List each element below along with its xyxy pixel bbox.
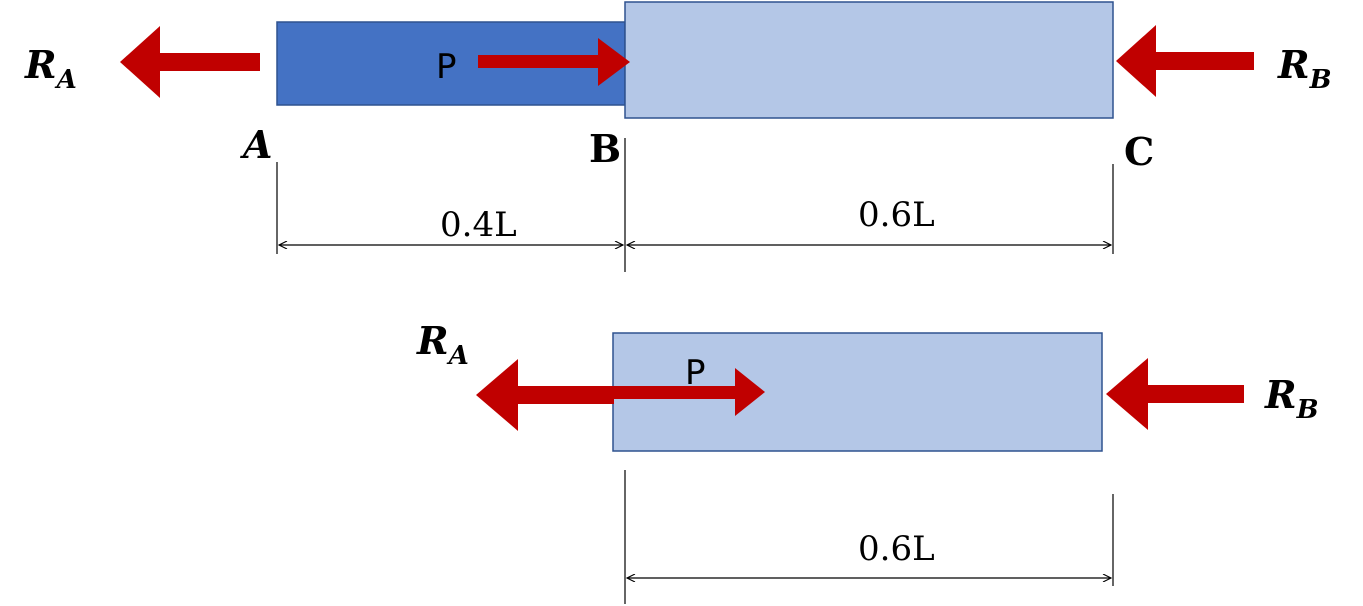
point-c-label: C	[1124, 129, 1154, 174]
bottom-diagram: RA P RB 0.6L	[416, 318, 1319, 604]
reaction-ra-label: RA	[24, 42, 77, 95]
top-diagram: P RA RB A B C 0.4L 0.6L	[24, 1, 1332, 272]
load-p-arrow	[478, 38, 630, 86]
segment-bc	[624, 1, 1114, 119]
reaction-rb-arrow-fbd	[1106, 358, 1244, 430]
reaction-ra-arrow	[120, 26, 260, 98]
reaction-rb-arrow	[1116, 25, 1254, 97]
dimension-label-ab: 0.4L	[440, 205, 517, 245]
point-b-label: B	[589, 126, 621, 171]
dimension-label-fbd: 0.6L	[858, 529, 935, 569]
dimension-label-bc: 0.6L	[858, 195, 935, 235]
reaction-rb-label-fbd: RB	[1264, 372, 1319, 425]
reaction-ra-label-fbd: RA	[416, 318, 469, 371]
reaction-ra-arrow-fbd	[476, 359, 614, 431]
load-p-label-fbd: P	[685, 353, 706, 393]
load-p-arrow-fbd	[614, 368, 765, 416]
reaction-rb-label: RB	[1277, 42, 1332, 95]
load-p-label: P	[436, 47, 457, 87]
point-a-label: A	[240, 122, 272, 167]
